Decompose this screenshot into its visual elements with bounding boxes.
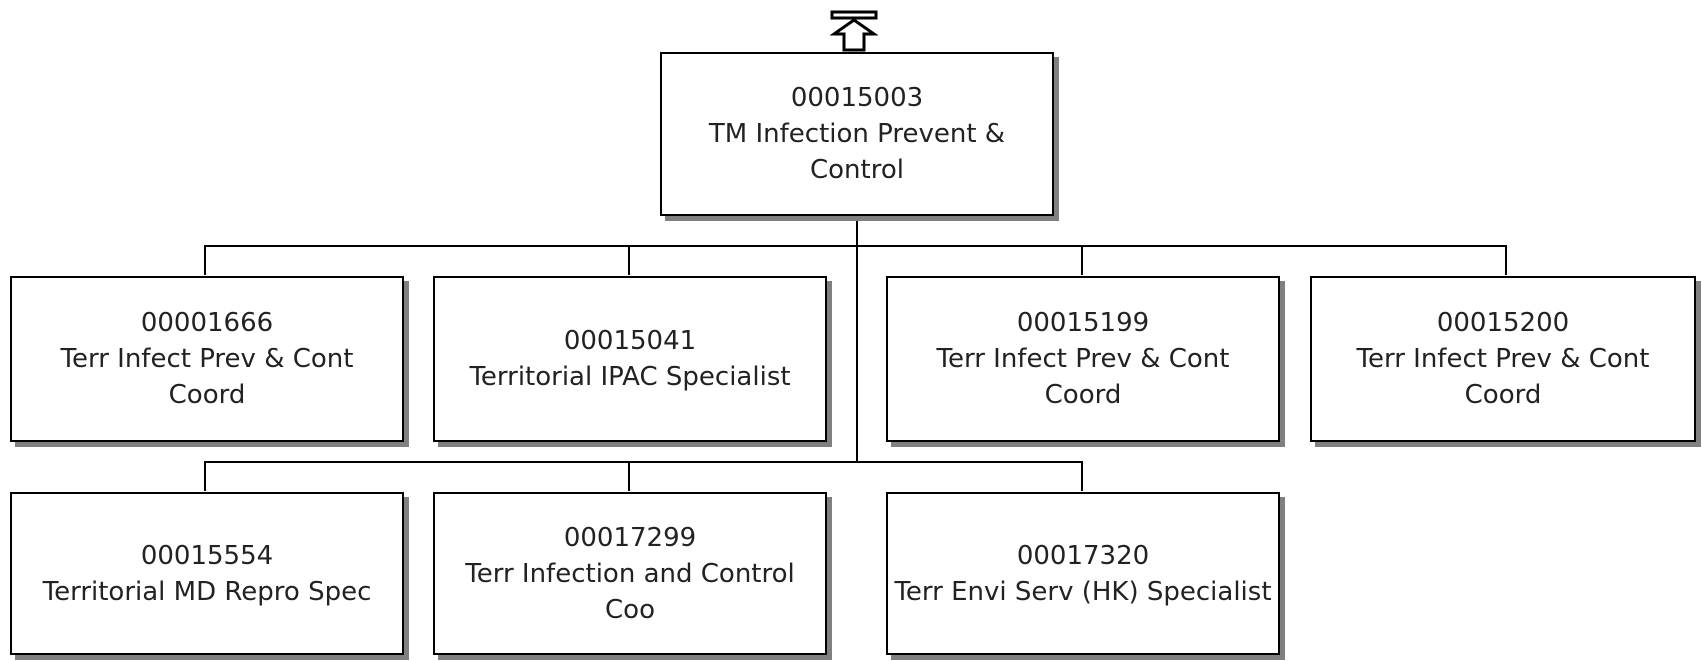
row2-drop-line-3 [1081, 461, 1083, 491]
root-trunk-line [856, 216, 858, 462]
row2-bus-line [204, 461, 1083, 463]
child-node-00015200[interactable]: 00015200 Terr Infect Prev & Cont Coord [1310, 276, 1696, 442]
node-id: 00015041 [563, 326, 697, 356]
node-id: 00017320 [1016, 540, 1150, 571]
node-id: 00017299 [563, 522, 697, 553]
child-node-00017299[interactable]: 00017299 Terr Infection and Control Coo [433, 492, 827, 655]
node-title: Terr Envi Serv (HK) Specialist [894, 576, 1272, 607]
row1-drop-line-2 [628, 245, 630, 275]
row1-bus-line [204, 245, 1507, 247]
node-title: Territorial IPAC Specialist [469, 362, 791, 392]
row1-drop-line-1 [204, 245, 206, 275]
node-id: 00015554 [140, 540, 274, 571]
node-id: 00001666 [140, 308, 274, 338]
node-id: 00015199 [1016, 308, 1150, 338]
child-node-00015041[interactable]: 00015041 Territorial IPAC Specialist [433, 276, 827, 442]
node-id: 00015200 [1436, 308, 1570, 338]
child-node-00015199[interactable]: 00015199 Terr Infect Prev & Cont Coord [886, 276, 1280, 442]
row1-drop-line-3 [1081, 245, 1083, 275]
node-title: Terr Infect Prev & Cont Coord [1356, 344, 1650, 410]
node-title: Terr Infection and Control Coo [465, 558, 795, 625]
root-node[interactable]: 00015003 TM Infection Prevent & Control [660, 52, 1054, 216]
node-title: Territorial MD Repro Spec [42, 576, 372, 607]
child-node-00001666[interactable]: 00001666 Terr Infect Prev & Cont Coord [10, 276, 404, 442]
up-arrow-icon[interactable] [830, 10, 878, 52]
node-title: Terr Infect Prev & Cont Coord [60, 344, 354, 410]
row1-drop-line-4 [1505, 245, 1507, 275]
node-title: Terr Infect Prev & Cont Coord [936, 344, 1230, 410]
row2-drop-line-2 [628, 461, 630, 491]
node-id: 00015003 [790, 83, 924, 113]
row2-drop-line-1 [204, 461, 206, 491]
child-node-00017320[interactable]: 00017320 Terr Envi Serv (HK) Specialist [886, 492, 1280, 655]
child-node-00015554[interactable]: 00015554 Territorial MD Repro Spec [10, 492, 404, 655]
node-title: TM Infection Prevent & Control [708, 119, 1006, 185]
